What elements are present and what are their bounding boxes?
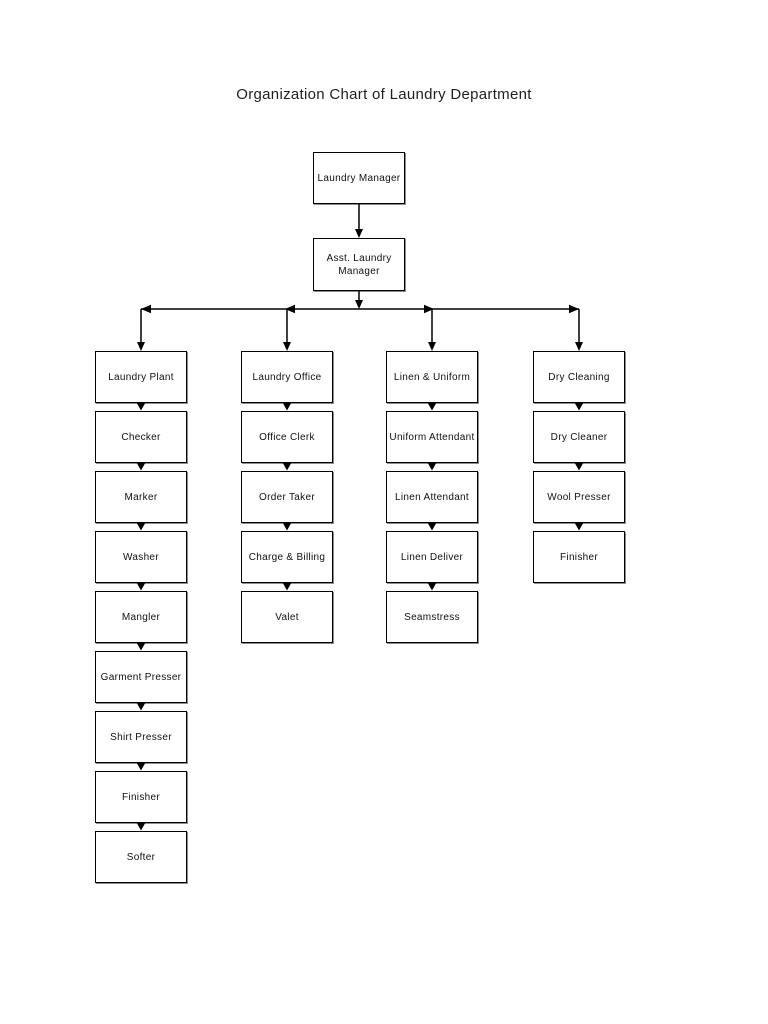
org-box-label: Linen Deliver (400, 551, 464, 563)
org-box-label: Linen Attendant (394, 491, 469, 503)
org-box-label: Laundry Manager (317, 172, 401, 184)
org-box-label: Laundry Plant (108, 371, 174, 383)
org-box-order-taker: Order Taker (241, 471, 333, 523)
org-box-label: Softer (126, 851, 156, 863)
org-box-laundry-office: Laundry Office (241, 351, 333, 403)
org-box-linen-uniform: Linen & Uniform (386, 351, 478, 403)
org-box-mangler: Mangler (95, 591, 187, 643)
org-box-dry-cleaning: Dry Cleaning (533, 351, 625, 403)
chart-title: Organization Chart of Laundry Department (236, 86, 532, 103)
org-box-office-clerk: Office Clerk (241, 411, 333, 463)
org-box-label: Asst. Laundry Manager (326, 252, 392, 277)
org-box-label: Office Clerk (259, 431, 315, 443)
org-box-softer: Softer (95, 831, 187, 883)
org-box-label: Marker (124, 491, 158, 503)
org-box-label: Garment Presser (100, 671, 182, 683)
org-box-label: Seamstress (404, 611, 460, 623)
distribution-line (137, 304, 583, 351)
org-box-marker: Marker (95, 471, 187, 523)
org-box-label: Uniform Attendant (389, 431, 475, 443)
org-box-label: Dry Cleaning (548, 371, 610, 383)
org-box-linen-attendant: Linen Attendant (386, 471, 478, 523)
org-box-washer: Washer (95, 531, 187, 583)
org-box-label: Finisher (122, 791, 160, 803)
org-box-label: Shirt Presser (110, 731, 172, 743)
org-box-label: Order Taker (259, 491, 315, 503)
org-box-charge-billing: Charge & Billing (241, 531, 333, 583)
org-box-valet: Valet (241, 591, 333, 643)
org-box-laundry-manager: Laundry Manager (313, 152, 405, 204)
org-box-label: Linen & Uniform (393, 371, 471, 383)
org-box-uniform-attendant: Uniform Attendant (386, 411, 478, 463)
org-box-shirt-presser: Shirt Presser (95, 711, 187, 763)
org-box-linen-deliver: Linen Deliver (386, 531, 478, 583)
org-box-seamstress: Seamstress (386, 591, 478, 643)
org-box-dry-cleaner: Dry Cleaner (533, 411, 625, 463)
org-box-wool-presser: Wool Presser (533, 471, 625, 523)
org-box-label: Checker (121, 431, 161, 443)
org-box-label: Washer (123, 551, 159, 563)
org-box-label: Dry Cleaner (550, 431, 608, 443)
org-box-label: Charge & Billing (248, 551, 326, 563)
org-box-garment-presser: Garment Presser (95, 651, 187, 703)
org-box-label: Mangler (121, 611, 161, 623)
org-box-checker: Checker (95, 411, 187, 463)
org-box-laundry-plant: Laundry Plant (95, 351, 187, 403)
org-box-label: Valet (275, 611, 299, 623)
org-box-label: Finisher (560, 551, 598, 563)
org-box-label: Wool Presser (547, 491, 611, 503)
org-box-label: Laundry Office (252, 371, 322, 383)
org-box-finisher-plant: Finisher (95, 771, 187, 823)
column-chain-arrows (136, 402, 584, 831)
org-box-asst-laundry-manager: Asst. Laundry Manager (313, 238, 405, 291)
org-box-finisher-drycleaning: Finisher (533, 531, 625, 583)
